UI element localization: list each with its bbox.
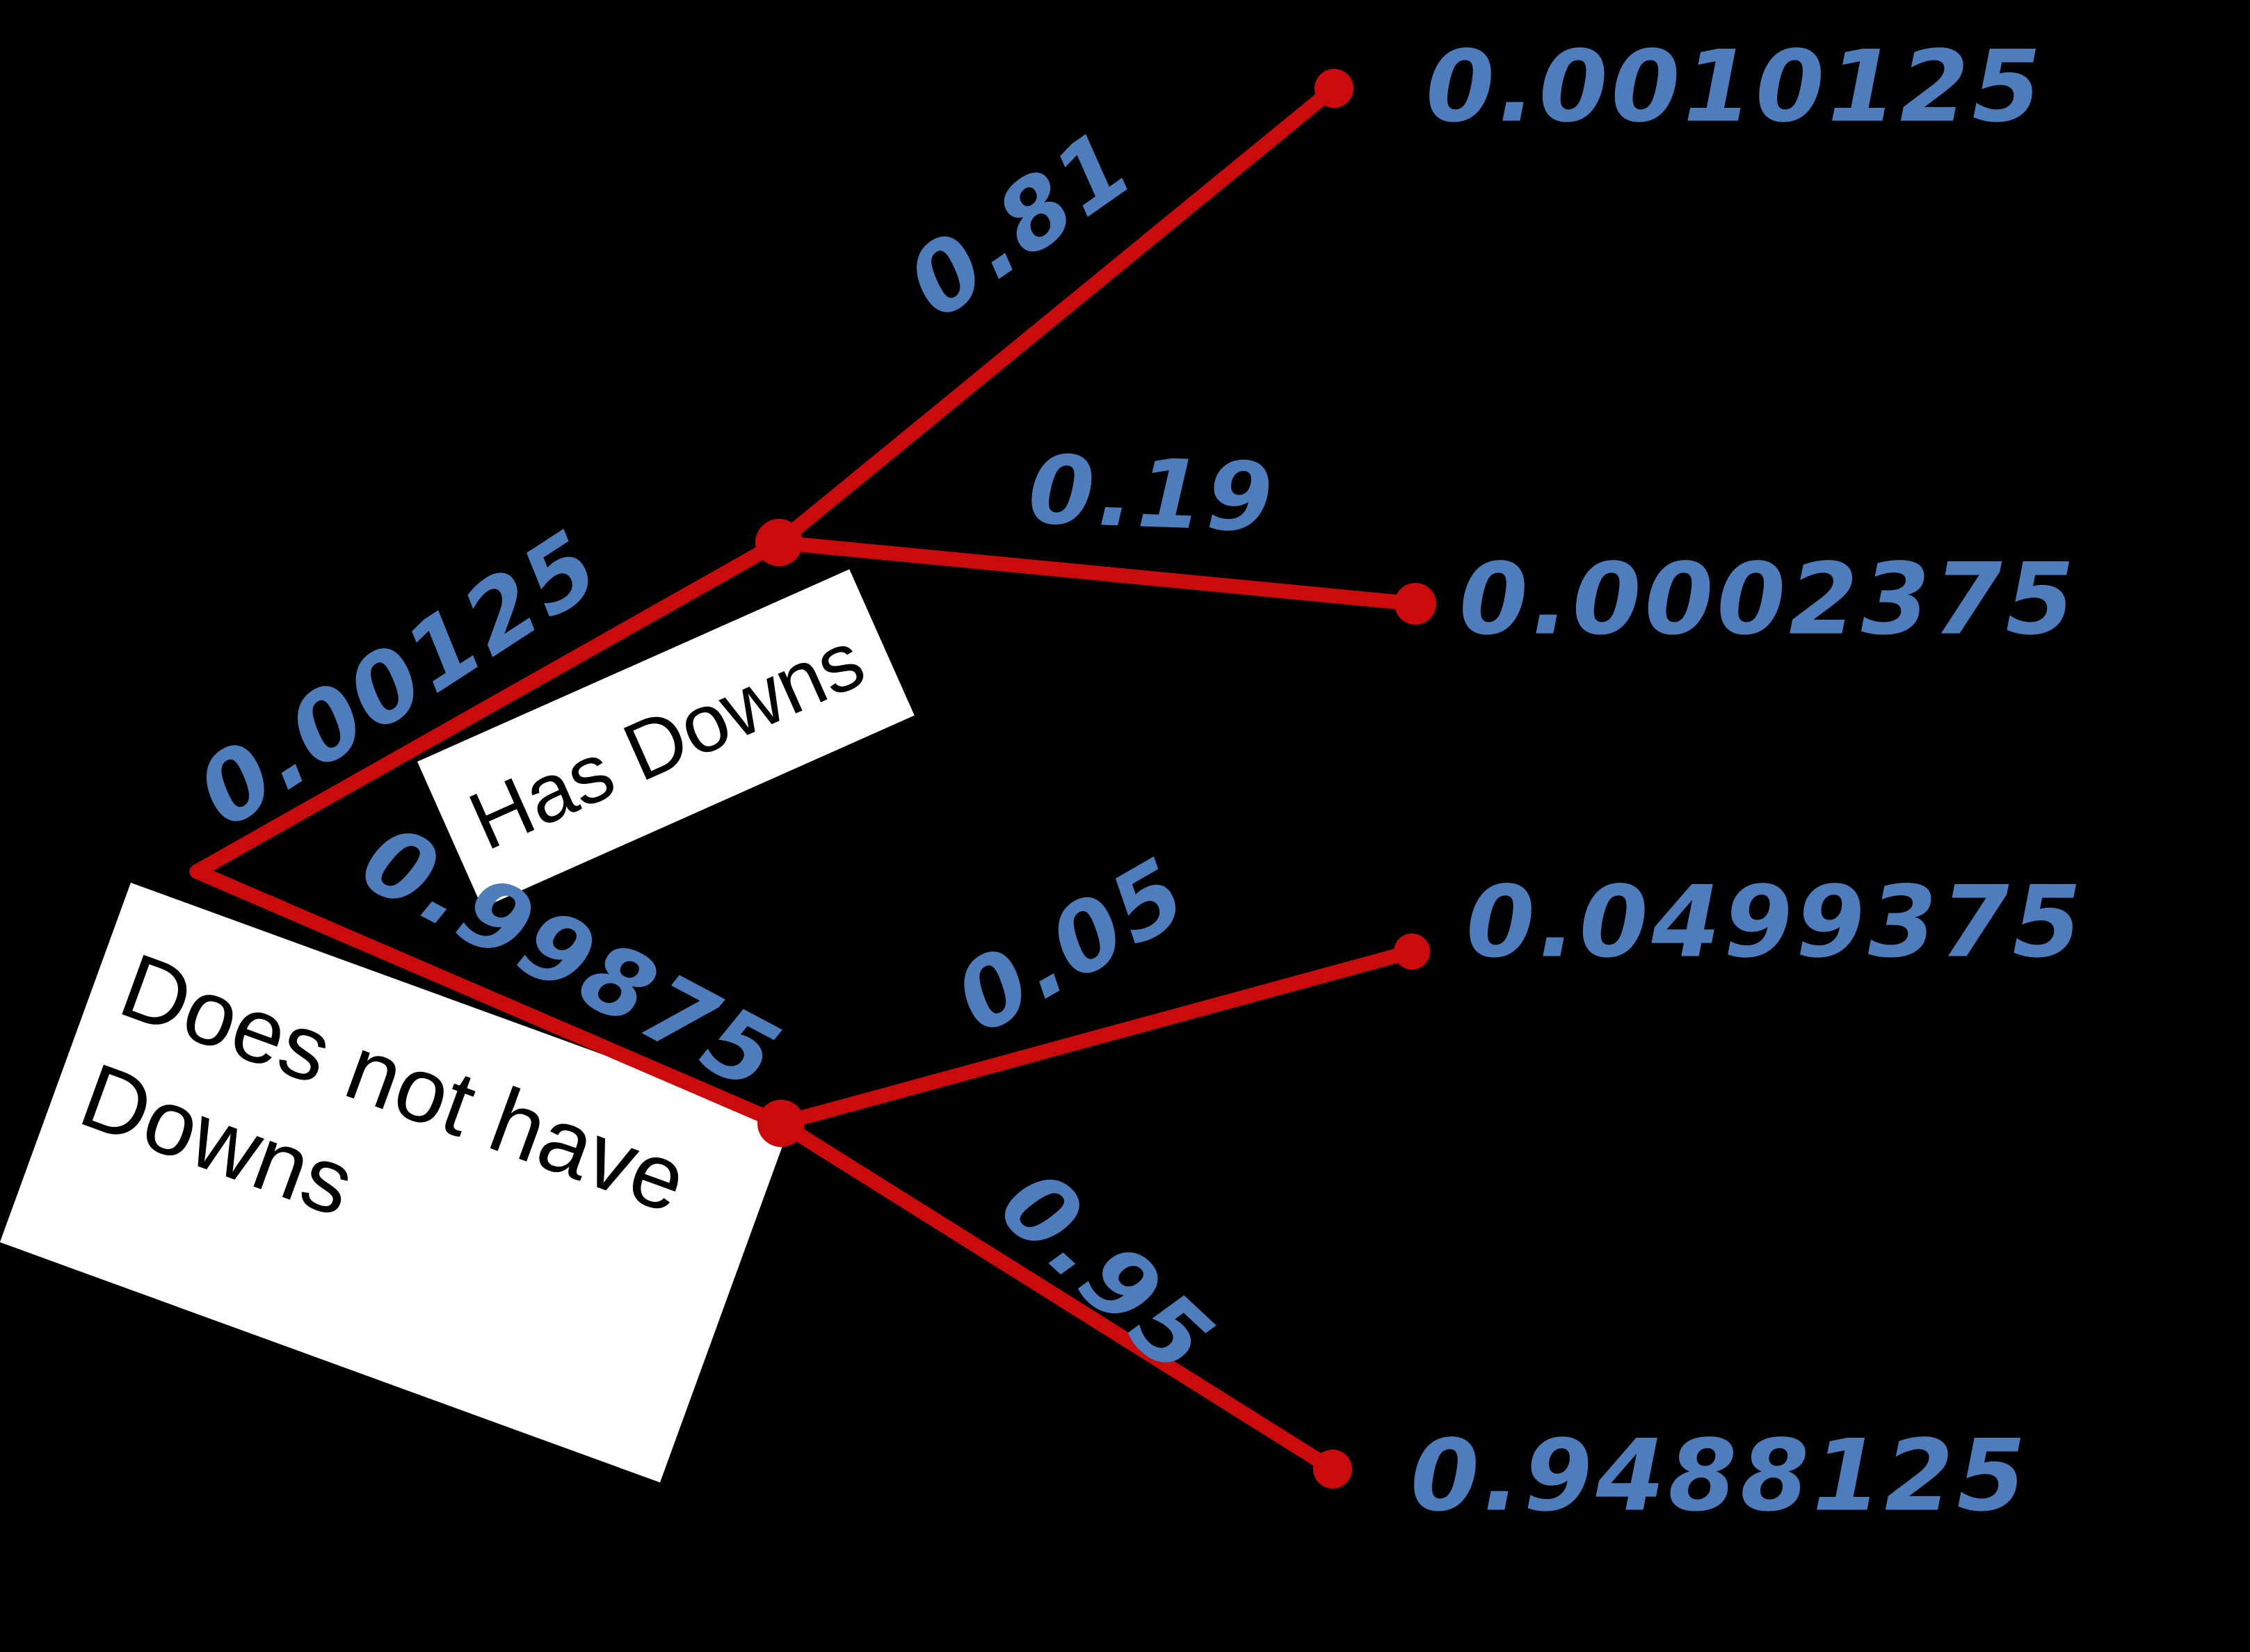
leaf-dot-downs-positive xyxy=(1315,69,1353,108)
does-not-have-downs-label-box: Does not have Downs xyxy=(0,883,791,1483)
outcome-downs-negative: 0.0002375 xyxy=(1459,543,2078,657)
node-dot-has-downs xyxy=(755,519,803,566)
outcome-no-downs-negative: 0.9488125 xyxy=(1411,1419,2029,1534)
branch-line-root-to-no-downs xyxy=(189,864,789,1131)
node-dot-no-downs xyxy=(757,1100,805,1147)
leaf-dot-downs-negative xyxy=(1395,583,1436,625)
branch-line-root-to-has-downs xyxy=(189,535,787,879)
branch-line-has-downs-negative xyxy=(771,535,1423,611)
outcome-no-downs-positive: 0.0499375 xyxy=(1466,865,2084,980)
probability-negative-given-downs: 0.19 xyxy=(1027,435,1278,554)
probability-positive-given-downs: 0.81 xyxy=(889,109,1155,340)
outcome-downs-positive: 0.0010125 xyxy=(1426,30,2044,145)
branch-line-has-downs-positive xyxy=(771,81,1342,550)
leaf-dot-no-downs-positive xyxy=(1394,933,1430,970)
branch-line-no-downs-positive xyxy=(773,944,1420,1131)
leaf-dot-no-downs-negative xyxy=(1313,1450,1352,1489)
branch-line-no-downs-negative xyxy=(773,1116,1340,1477)
does-not-have-downs-box-background xyxy=(0,883,791,1483)
has-downs-box-background xyxy=(417,569,915,908)
